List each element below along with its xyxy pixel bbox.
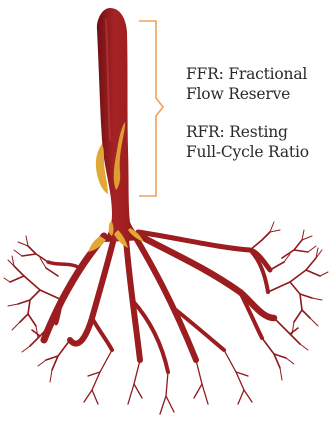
- ffr-label-line1: FFR: Fractional: [186, 64, 307, 84]
- ffr-label: FFR: Fractional Flow Reserve: [186, 64, 307, 104]
- primary-branches: [44, 232, 274, 372]
- main-artery-trunk: [97, 8, 146, 242]
- measurement-bracket: [139, 21, 163, 196]
- rfr-label-line2: Full-Cycle Ratio: [186, 142, 309, 162]
- ffr-label-line2: Flow Reserve: [186, 84, 307, 104]
- rfr-label-line1: RFR: Resting: [186, 122, 309, 142]
- rfr-label: RFR: Resting Full-Cycle Ratio: [186, 122, 309, 162]
